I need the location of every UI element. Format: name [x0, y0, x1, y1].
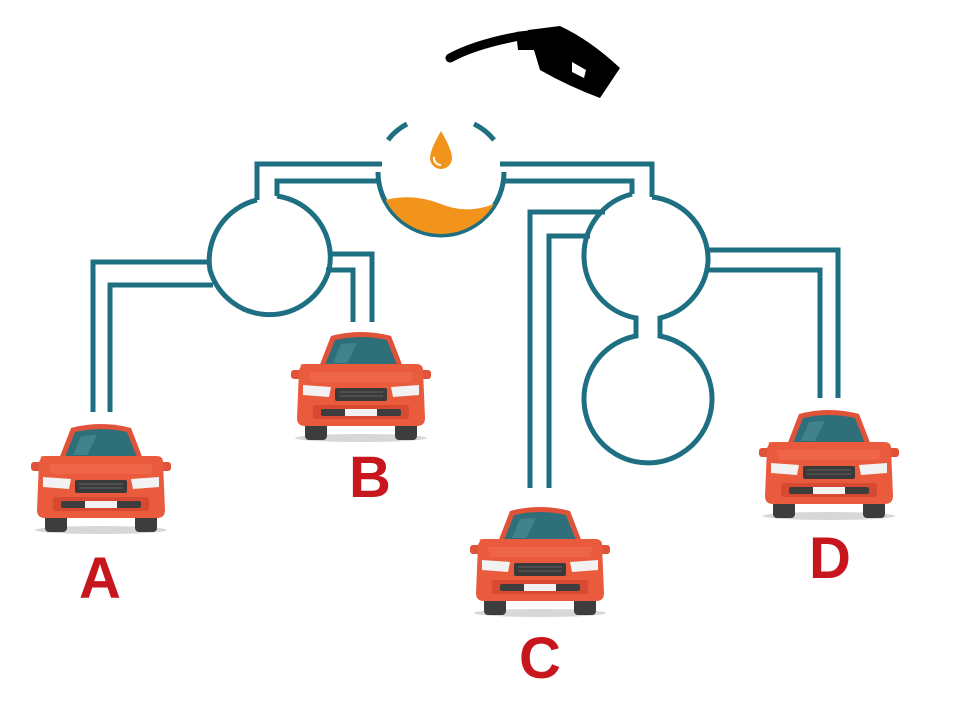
car-b	[290, 331, 432, 443]
fuel-nozzle-icon	[445, 26, 620, 98]
right-junction-upper	[581, 191, 639, 324]
car-label-a: A	[79, 546, 121, 611]
fuel-tank	[375, 121, 507, 238]
car-label-d: D	[809, 526, 851, 591]
left-junction	[206, 193, 333, 317]
fuel-level	[379, 188, 503, 234]
car-label-b: B	[349, 445, 391, 510]
car-d	[758, 409, 900, 521]
car-a	[30, 423, 172, 535]
car-label-c: C	[519, 626, 561, 691]
oil-drop-icon	[430, 131, 452, 169]
pipe-network	[90, 161, 841, 488]
right-junction-lower	[581, 324, 715, 466]
car-c	[469, 506, 611, 618]
